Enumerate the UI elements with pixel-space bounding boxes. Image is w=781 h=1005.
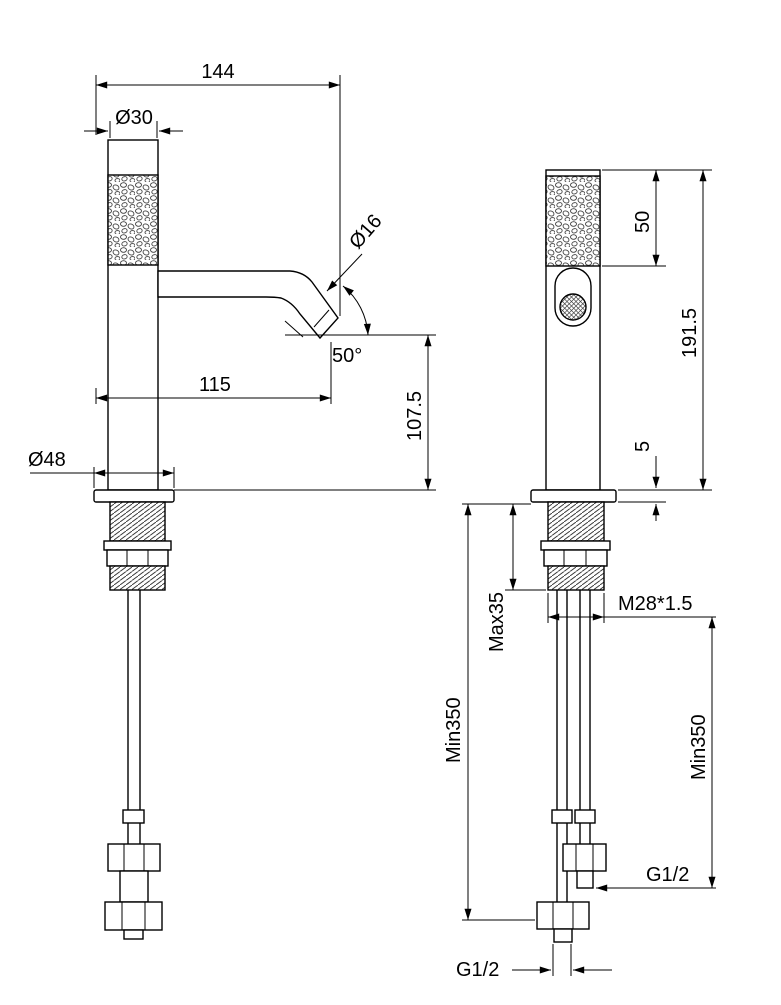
- dim-top-diameter-label: Ø30: [115, 107, 153, 129]
- right-view: 50 191.5 5 Max35 M28*1.5: [443, 169, 716, 981]
- thread-shank-upper: [547, 501, 605, 542]
- dim-mounting-thread-label: M28*1.5: [618, 593, 693, 615]
- spout: [157, 270, 339, 340]
- left-faucet-body: [93, 139, 339, 940]
- hose-stub-right: [576, 870, 594, 889]
- base-flange: [530, 489, 617, 503]
- hose-collar: [574, 809, 596, 824]
- spout-outlet-rim: [313, 309, 330, 328]
- dim-spout-diameter: Ø16: [326, 210, 387, 292]
- dim-overall-width: 144: [95, 61, 341, 316]
- dim-total-height: 191.5: [679, 170, 707, 490]
- dim-spout-reach: 115: [95, 342, 332, 404]
- dim-base-thickness-label: 5: [632, 441, 654, 452]
- dim-base-thickness: 5: [632, 441, 660, 521]
- base-flange: [93, 489, 175, 503]
- dim-hose-length-right: Min350: [688, 617, 716, 888]
- hose-coupling: [119, 870, 149, 903]
- dim-hose-length-left: Min350: [443, 504, 535, 921]
- hose-stub-left: [553, 928, 573, 943]
- dim-spout-angle-label: 50°: [332, 345, 362, 367]
- dim-max-panel-thickness-label: Max35: [486, 592, 508, 652]
- washer: [103, 540, 172, 551]
- dim-spout-reach-label: 115: [199, 374, 231, 396]
- dim-hose-length-right-label: Min350: [688, 714, 710, 780]
- hose-hex-nut-right: [562, 843, 607, 872]
- left-view: 144 Ø30 Ø16 50° 115: [28, 61, 436, 940]
- washer: [540, 540, 611, 551]
- dim-outlet-height-label: 107.5: [404, 391, 426, 441]
- hose-stub: [123, 929, 144, 940]
- right-faucet-body: [530, 169, 617, 943]
- dim-hose-thread-label: G1/2: [646, 864, 689, 886]
- dim-total-height-label: 191.5: [679, 308, 701, 358]
- angle-arc: [342, 285, 371, 336]
- hose-collar: [551, 809, 573, 824]
- aerator: [559, 293, 587, 321]
- dim-spout-diameter-label: Ø16: [345, 210, 386, 253]
- knurl-band: [545, 175, 601, 267]
- dim-overall-width-label: 144: [201, 61, 234, 83]
- dim-hose-thread: G1/2: [596, 864, 716, 892]
- dim-outlet-height: 107.5: [174, 335, 436, 491]
- thread-shank-upper: [109, 501, 166, 542]
- dim-base-diameter: Ø48: [28, 449, 175, 488]
- hose-collar: [122, 809, 145, 824]
- dim-mounting-thread: M28*1.5: [547, 593, 716, 623]
- lock-nut: [106, 549, 169, 567]
- dim-inlet-thread: G1/2: [456, 944, 612, 981]
- dim-grip-height: 50: [632, 170, 660, 266]
- dim-base-diameter-label: Ø48: [28, 449, 66, 471]
- dim-max-panel-thickness: Max35: [486, 504, 517, 652]
- hose-hex-nut-lower: [104, 901, 163, 931]
- dim-hose-length-left-label: Min350: [443, 697, 465, 763]
- dim-spout-angle: 50°: [284, 285, 436, 367]
- dim-top-diameter: Ø30: [84, 107, 183, 138]
- dim-inlet-thread-label: G1/2: [456, 959, 499, 981]
- knurl-band: [107, 174, 159, 266]
- hose-hex-nut-left: [536, 901, 590, 930]
- lock-nut: [543, 549, 608, 567]
- thread-shank-lower: [547, 565, 605, 591]
- hose-hex-nut-upper: [107, 843, 161, 872]
- thread-shank-lower: [109, 565, 166, 591]
- dim-grip-height-label: 50: [632, 211, 654, 233]
- angle-leg: [284, 320, 304, 338]
- leader-line: [326, 253, 363, 292]
